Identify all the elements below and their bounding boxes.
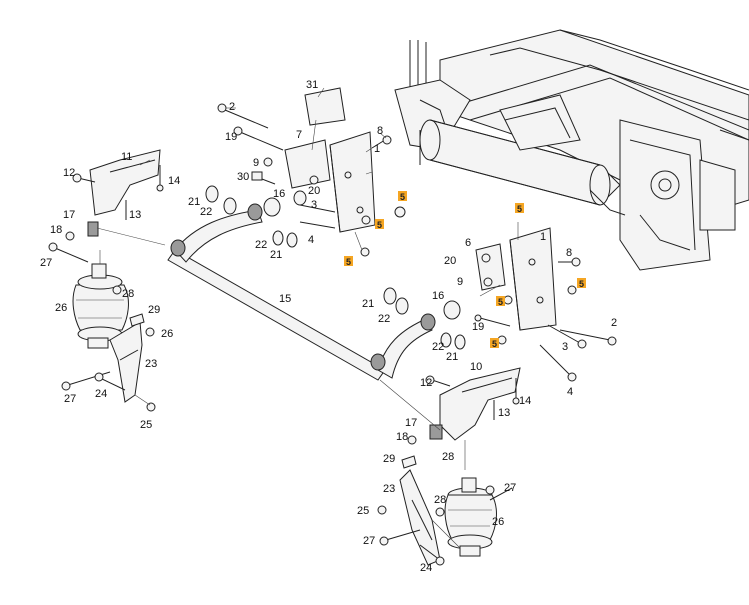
label-3: 3: [311, 199, 317, 211]
svg-text:5: 5: [498, 297, 503, 307]
svg-text:5: 5: [377, 220, 382, 230]
label-27: 27: [40, 257, 52, 269]
label-9: 9: [253, 157, 259, 169]
label-8: 8: [566, 247, 572, 259]
bolts-upper-right: [474, 253, 617, 382]
label-30: 30: [237, 171, 249, 183]
label-1: 1: [374, 143, 380, 155]
link-bracket-left: [48, 149, 166, 263]
bushing-set-right: [383, 287, 466, 350]
label-4: 4: [567, 386, 573, 398]
label-23: 23: [145, 358, 157, 370]
label-17: 17: [63, 209, 75, 221]
label-21: 21: [270, 249, 282, 261]
highlight-5: 5: [515, 203, 524, 214]
highlight-5: 5: [496, 296, 505, 307]
label-22: 22: [200, 206, 212, 218]
label-10: 10: [470, 361, 482, 373]
highlight-callouts: 5 5 5 5 5 5 5: [344, 191, 586, 349]
highlight-5: 5: [375, 219, 384, 230]
label-24: 24: [420, 562, 432, 574]
label-18: 18: [396, 431, 408, 443]
label-26: 26: [55, 302, 67, 314]
bushing-set-left: [205, 185, 307, 248]
svg-text:5: 5: [346, 257, 351, 267]
label-1: 1: [540, 231, 546, 243]
svg-text:5: 5: [579, 279, 584, 289]
label-14: 14: [168, 175, 180, 187]
highlight-5: 5: [344, 256, 353, 267]
label-23: 23: [383, 483, 395, 495]
label-2: 2: [229, 101, 235, 113]
label-4: 4: [308, 234, 314, 246]
label-6: 6: [465, 237, 471, 249]
air-spring-left: [72, 250, 129, 349]
bolts-upper-left: [217, 103, 406, 257]
label-16: 16: [273, 188, 285, 200]
label-26: 26: [161, 328, 173, 340]
label-20: 20: [444, 255, 456, 267]
label-20: 20: [308, 185, 320, 197]
part-labels: 31 2 7 8 19 1 9 30 20 16 3 4 21 22 22 21…: [40, 79, 617, 574]
label-12: 12: [63, 167, 75, 179]
label-2: 2: [611, 317, 617, 329]
label-21: 21: [188, 196, 200, 208]
label-24: 24: [95, 388, 107, 400]
label-28: 28: [442, 451, 454, 463]
highlight-5: 5: [398, 191, 407, 202]
label-18: 18: [50, 224, 62, 236]
label-22: 22: [255, 239, 267, 251]
label-28: 28: [434, 494, 446, 506]
link-bracket-right: [379, 367, 521, 470]
label-21: 21: [446, 351, 458, 363]
label-9: 9: [457, 276, 463, 288]
upper-bracket-left: [284, 87, 376, 233]
label-19: 19: [225, 131, 237, 143]
label-29: 29: [148, 304, 160, 316]
vehicle-frame: [394, 29, 749, 271]
label-29: 29: [383, 453, 395, 465]
label-27: 27: [363, 535, 375, 547]
stabilizer-bar: [167, 203, 436, 381]
leader-lines: [139, 87, 387, 175]
highlight-5: 5: [577, 278, 586, 289]
label-27: 27: [504, 482, 516, 494]
label-13: 13: [129, 209, 141, 221]
label-17: 17: [405, 417, 417, 429]
highlight-5: 5: [490, 338, 499, 349]
label-21: 21: [362, 298, 374, 310]
label-19: 19: [472, 321, 484, 333]
label-15: 15: [279, 293, 291, 305]
label-12: 12: [420, 377, 432, 389]
air-spring-right: [444, 477, 513, 557]
lower-bracket-right: [377, 455, 461, 566]
label-27: 27: [64, 393, 76, 405]
label-25: 25: [140, 419, 152, 431]
svg-text:5: 5: [492, 339, 497, 349]
svg-text:5: 5: [517, 204, 522, 214]
lower-bracket-left: [61, 313, 156, 412]
label-25: 25: [357, 505, 369, 517]
label-3: 3: [562, 341, 568, 353]
label-14: 14: [519, 395, 531, 407]
label-7: 7: [296, 129, 302, 141]
svg-text:5: 5: [400, 192, 405, 202]
label-22: 22: [378, 313, 390, 325]
label-31: 31: [306, 79, 318, 91]
label-26: 26: [492, 516, 504, 528]
label-28: 28: [122, 288, 134, 300]
label-11: 11: [121, 151, 132, 163]
label-22: 22: [432, 341, 444, 353]
label-8: 8: [377, 125, 383, 137]
label-13: 13: [498, 407, 510, 419]
label-16: 16: [432, 290, 444, 302]
